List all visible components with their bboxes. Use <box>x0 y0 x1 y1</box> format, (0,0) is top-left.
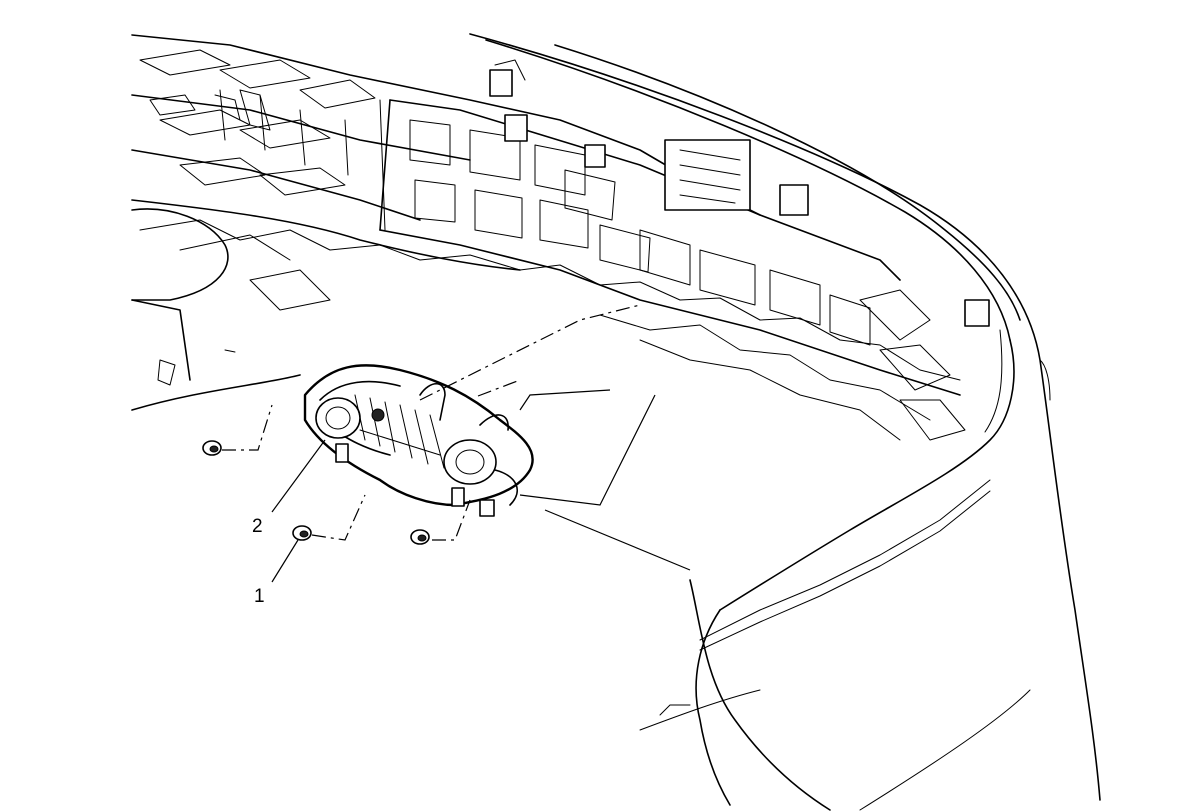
lamp-lens-left-icon <box>315 397 361 439</box>
lamp-lens-right-icon <box>443 439 497 485</box>
connector-icon <box>584 144 606 168</box>
mount-peg-icon <box>335 443 349 463</box>
bumper-fascia <box>469 33 1101 811</box>
connector-icon <box>779 184 809 216</box>
connector-icon <box>504 114 528 142</box>
lower-deflector <box>131 208 331 411</box>
mount-peg-icon <box>479 499 495 517</box>
control-module-icon <box>664 139 751 211</box>
wiring-connectors <box>214 59 990 327</box>
fastener-left-icon <box>202 440 222 456</box>
center-support-panel <box>139 99 966 441</box>
fog-lamp-bracket <box>303 364 534 517</box>
callout-leaders <box>271 439 326 583</box>
leader-2 <box>271 439 326 513</box>
retainer-icon <box>371 408 385 422</box>
mount-peg-icon <box>451 487 465 507</box>
fasteners <box>202 440 430 545</box>
fastener-lower-right-icon <box>410 529 430 545</box>
fastener-lower-left-icon <box>292 525 312 541</box>
alignment-lines <box>222 304 691 571</box>
leader-1 <box>271 539 299 583</box>
connector-icon <box>964 299 990 327</box>
callout-1-label: 1 <box>254 586 265 607</box>
callout-2-label: 2 <box>252 516 263 537</box>
connector-icon <box>489 69 513 97</box>
